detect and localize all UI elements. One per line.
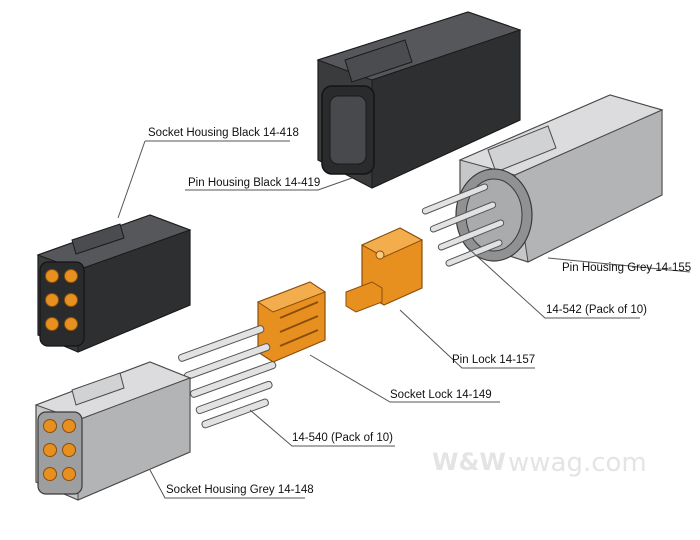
label-pin-housing-grey: Pin Housing Grey 14-155 xyxy=(562,262,692,274)
label-socket-housing-black: Socket Housing Black 14-418 xyxy=(148,127,299,139)
pin-lock xyxy=(345,227,424,313)
label-pack-540: 14-540 (Pack of 10) xyxy=(292,432,394,444)
leader-socket-housing-grey xyxy=(149,469,305,499)
label-pin-housing-black: Pin Housing Black 14-419 xyxy=(188,177,321,189)
leader-pin-lock xyxy=(399,309,535,369)
leader-pack-542 xyxy=(467,247,640,319)
label-pack-542: 14-542 (Pack of 10) xyxy=(546,304,648,316)
label-pin-lock: Pin Lock 14-157 xyxy=(452,354,536,366)
leader-pin-housing-grey xyxy=(547,257,691,273)
leader-pin-housing-black xyxy=(185,177,353,191)
pin-housing-grey xyxy=(455,94,664,263)
watermark-text: wwag.com xyxy=(508,448,647,478)
pin-housing-black xyxy=(316,11,522,189)
label-socket-lock: Socket Lock 14-149 xyxy=(390,389,492,401)
watermark-logo: W&W xyxy=(432,448,506,476)
leader-socket-housing-black-diag xyxy=(117,140,146,219)
leader-lines xyxy=(117,140,691,499)
leader-pack-540 xyxy=(249,409,395,447)
socket-lock xyxy=(256,281,327,363)
socket-housing-black xyxy=(36,214,192,353)
socket-terminals xyxy=(178,325,277,429)
leader-socket-lock xyxy=(309,354,500,403)
label-socket-housing-grey: Socket Housing Grey 14-148 xyxy=(166,484,314,496)
socket-housing-grey xyxy=(34,361,192,501)
